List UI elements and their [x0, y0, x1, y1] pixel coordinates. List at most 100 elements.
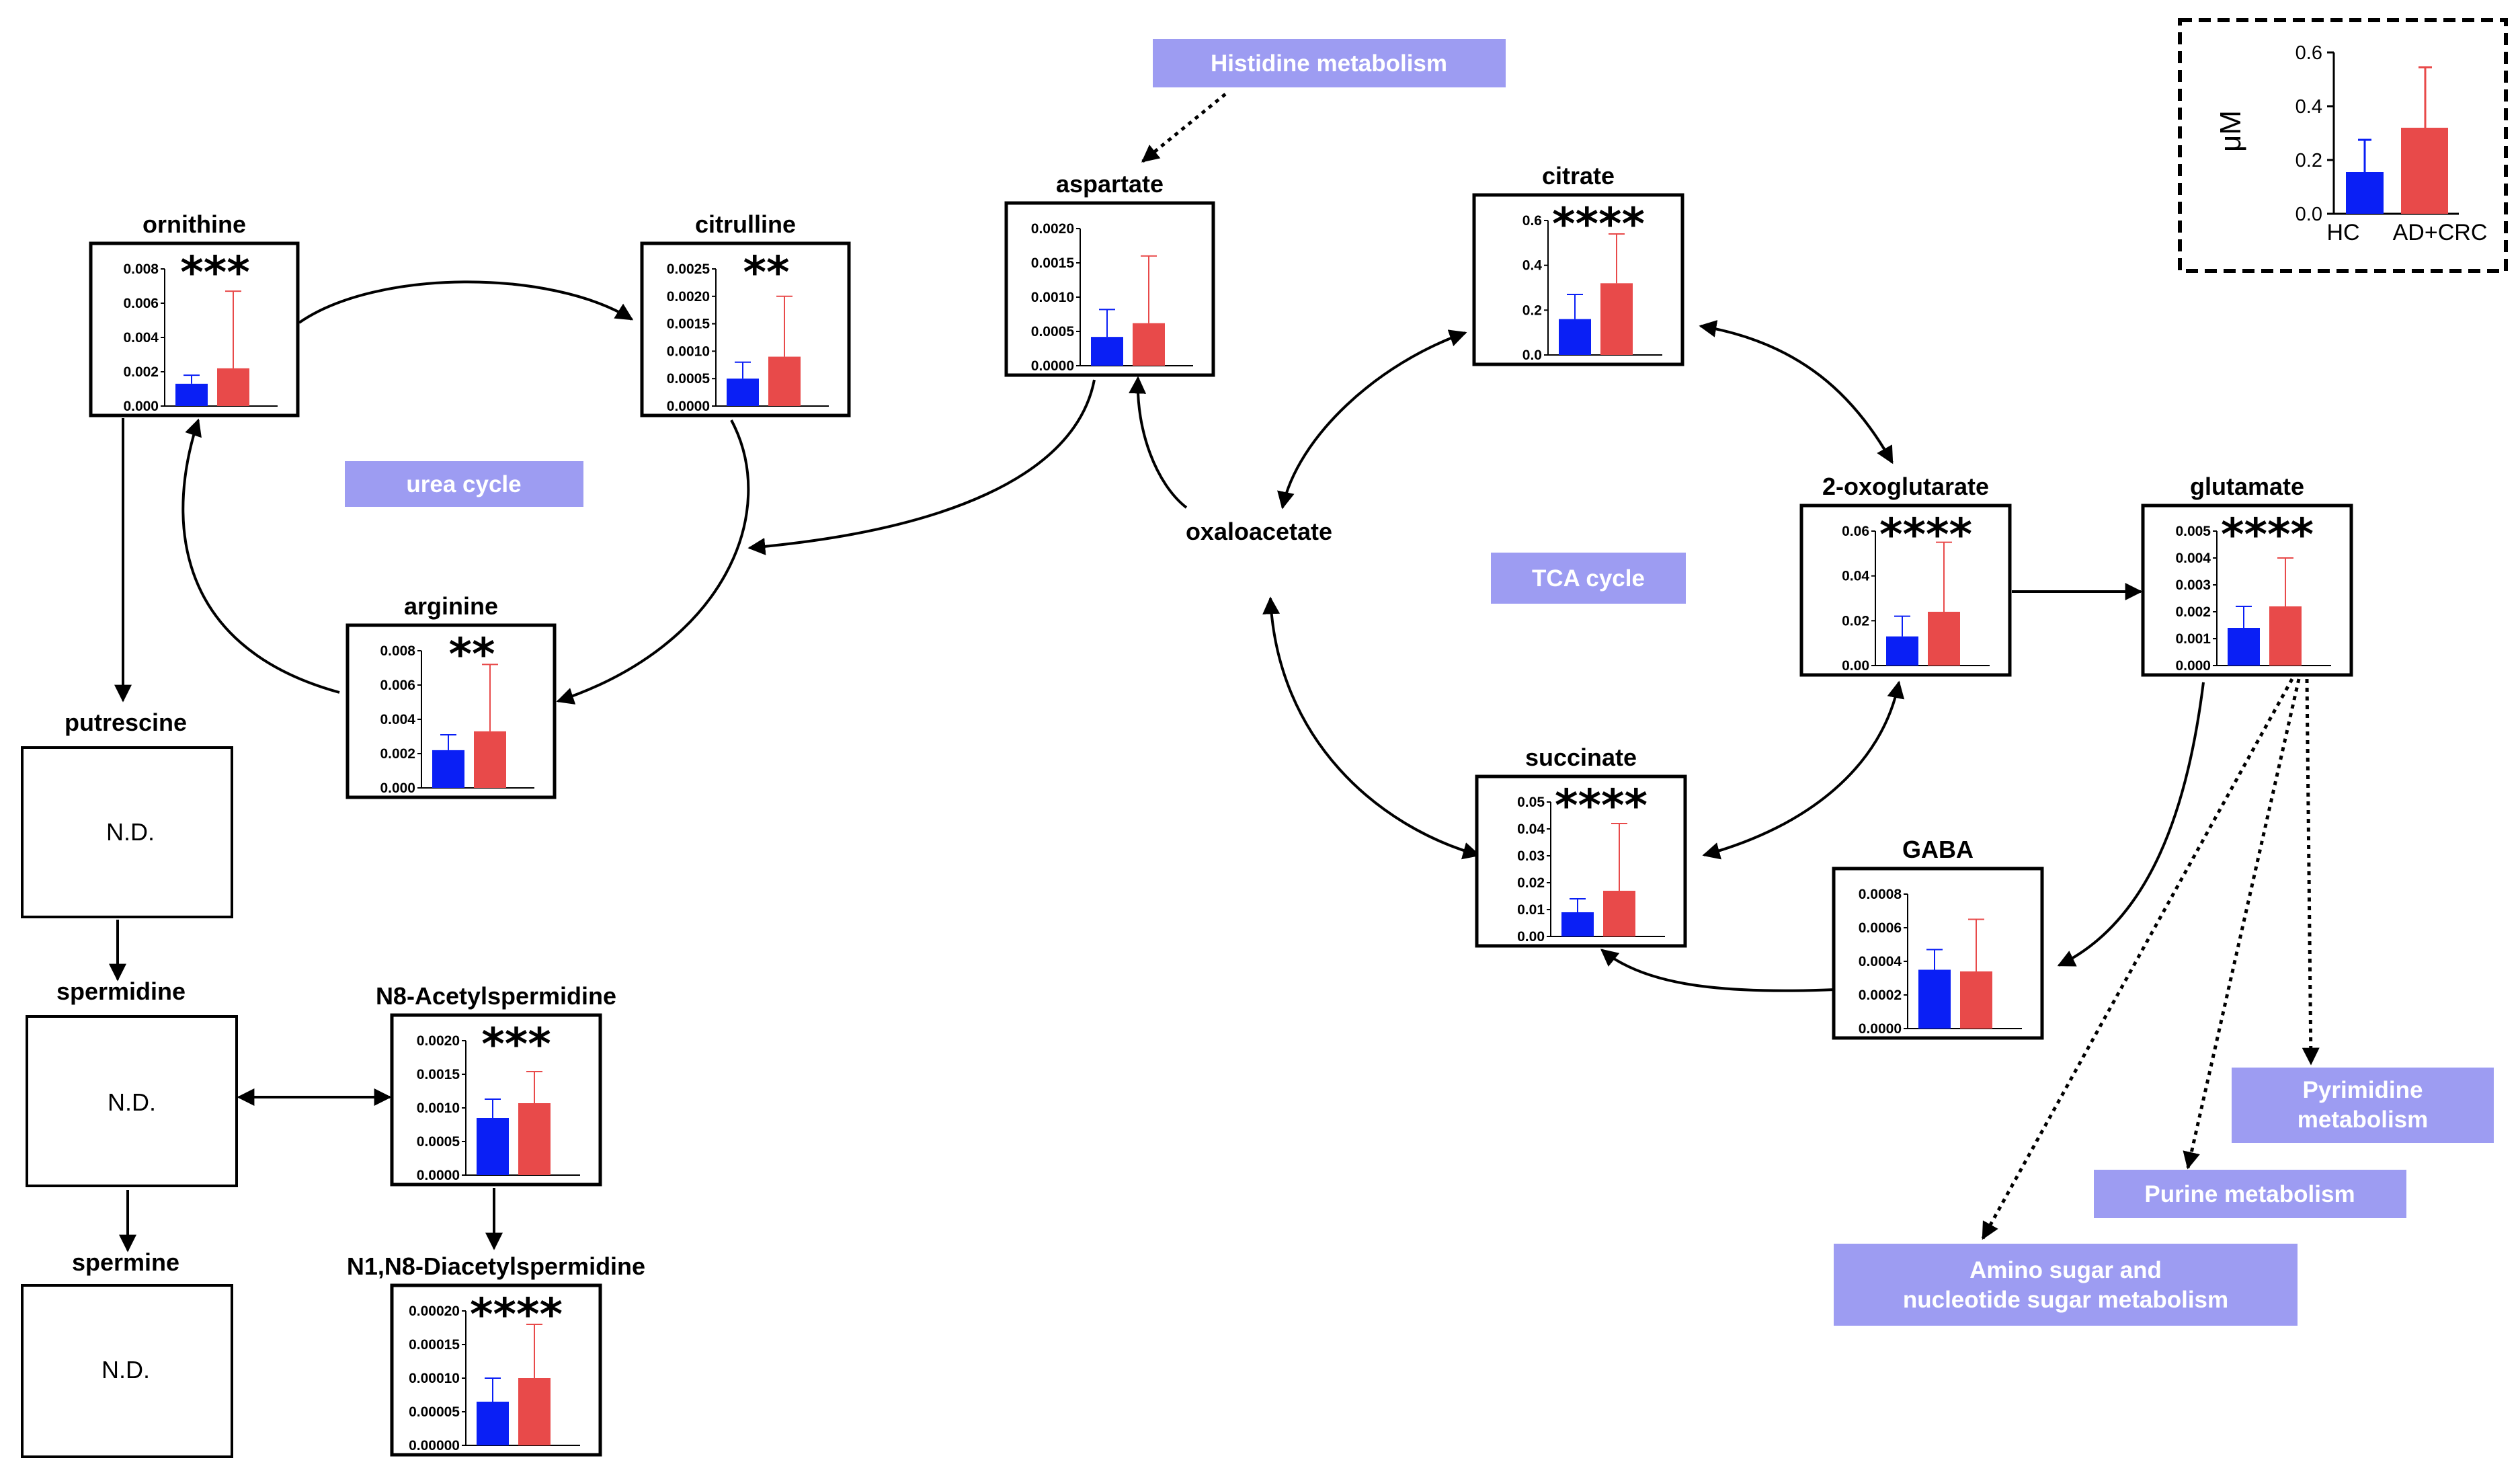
significance-marker: *** [481, 1018, 551, 1070]
legend-crc-label: AD+CRC [2393, 220, 2488, 245]
legend-crc-bar [2401, 128, 2448, 214]
y-tick-label: 0.002 [123, 364, 159, 380]
bar-ad-crc [474, 731, 506, 788]
y-tick-label: 0.0010 [417, 1100, 460, 1116]
panel-n1-n8-diacetylspermidine: N1,N8-Diacetylspermidine0.000000.000050.… [347, 1252, 645, 1457]
tag-pyrimidine-metabolism: Pyrimidine metabolism [2232, 1068, 2494, 1143]
legend-tick-label: 0.4 [2295, 96, 2322, 118]
y-tick-label: 0.0025 [667, 262, 710, 277]
panel-glutamate: glutamate0.0000.0010.0020.0030.0040.005*… [2141, 473, 2353, 677]
tag-amino-sugar-line1: Amino sugar and [1969, 1257, 2162, 1283]
tag-histidine-metabolism: Histidine metabolism [1153, 39, 1506, 87]
putrescine-node: putrescine N.D. [21, 709, 233, 918]
spermidine-label: spermidine [56, 977, 186, 1005]
arrow-citrulline-arginine [556, 419, 750, 705]
y-tick-label: 0.008 [123, 262, 159, 277]
arrow-oxoglutarate-succinate [1702, 680, 1905, 860]
arrow-citrate-oxoglutarate [1699, 320, 1894, 465]
y-tick-label: 0.00010 [409, 1371, 460, 1386]
bar-hc [1559, 319, 1591, 355]
significance-marker: **** [2221, 509, 2314, 561]
y-tick-label: 0.0005 [417, 1134, 460, 1150]
tag-histidine-bg [1153, 39, 1506, 87]
bar-hc [1886, 636, 1918, 666]
bar-ad-crc [1928, 612, 1960, 666]
y-tick-label: 0.002 [380, 746, 415, 762]
y-tick-label: 0.04 [1842, 569, 1869, 584]
y-tick-label: 0.00000 [409, 1438, 460, 1453]
y-tick-label: 0.01 [1517, 902, 1545, 918]
tag-tca-cycle: TCA cycle [1491, 553, 1686, 604]
significance-marker: **** [1552, 198, 1645, 250]
y-tick-label: 0.0015 [667, 317, 710, 332]
panel-title: GABA [1902, 836, 1974, 863]
legend-unit-label: μM [2214, 110, 2247, 152]
spermine-box [21, 1284, 233, 1458]
y-tick-label: 0.0000 [1859, 1021, 1902, 1037]
legend-ticks: 0.0 0.2 0.4 0.6 [2295, 42, 2334, 225]
panel-title: N8-Acetylspermidine [376, 982, 616, 1010]
legend-tick-label: 0.2 [2295, 150, 2322, 171]
tag-amino-sugar-metabolism: Amino sugar and nucleotide sugar metabol… [1834, 1244, 2298, 1326]
y-tick-label: 0.005 [2175, 524, 2211, 539]
tag-urea-cycle: urea cycle [345, 461, 583, 507]
legend-tick-label: 0.6 [2295, 42, 2322, 64]
bar-hc [727, 378, 759, 406]
legend: μM 0.0 0.2 0.4 0.6 HC AD+CRC [2178, 18, 2508, 273]
tag-tca-label: TCA cycle [1532, 565, 1645, 592]
tag-pyrimidine-bg [2232, 1068, 2494, 1143]
y-tick-label: 0.0010 [667, 344, 710, 359]
y-tick-label: 0.006 [123, 296, 159, 311]
y-tick-label: 0.4 [1522, 258, 1543, 274]
tag-amino-sugar-bg [1834, 1244, 2298, 1326]
bar-ad-crc [1133, 323, 1165, 366]
spermidine-node: spermidine N.D. [26, 977, 238, 1187]
y-tick-label: 0.2 [1522, 303, 1542, 318]
panel-title: citrulline [695, 210, 796, 238]
arrow-glutamate-gaba [2057, 682, 2205, 967]
y-tick-label: 0.0020 [417, 1033, 460, 1049]
significance-marker: ** [743, 247, 789, 298]
tag-purine-metabolism: Purine metabolism [2094, 1170, 2406, 1218]
y-tick-label: 0.0000 [667, 399, 710, 414]
spermine-nd: N.D. [101, 1356, 150, 1384]
significance-marker: **** [1555, 780, 1648, 832]
arrow-ornithine-citrulline [298, 280, 634, 324]
y-tick-label: 0.004 [123, 330, 159, 346]
arrow-arginine-ornithine [181, 418, 340, 694]
tag-pyrimidine-line2: metabolism [2298, 1107, 2429, 1133]
y-tick-label: 0.006 [380, 678, 415, 693]
y-tick-label: 0.00 [1517, 929, 1545, 945]
arrow-glutamate-pyrimidine [2302, 678, 2320, 1066]
panel-title: ornithine [143, 210, 246, 238]
panel-title: glutamate [2190, 473, 2304, 500]
bar-ad-crc [518, 1378, 551, 1445]
y-tick-label: 0.000 [123, 399, 159, 414]
y-tick-label: 0.03 [1517, 848, 1545, 864]
legend-hc-bar [2346, 172, 2384, 214]
y-tick-label: 0.06 [1842, 524, 1869, 539]
bar-ad-crc [1960, 971, 1992, 1029]
tag-amino-sugar-line2: nucleotide sugar metabolism [1903, 1287, 2228, 1313]
arrow-oxaloacetate-aspartate [1129, 376, 1188, 509]
pathway-arrows [109, 93, 2320, 1252]
bar-ad-crc [518, 1103, 551, 1175]
putrescine-nd: N.D. [106, 818, 155, 846]
panel-title: succinate [1525, 744, 1637, 771]
y-tick-label: 0.001 [2175, 631, 2211, 647]
y-tick-label: 0.0020 [1031, 221, 1074, 237]
bar-hc [2228, 628, 2260, 666]
arrow-gaba-succinate [1600, 949, 1836, 992]
tag-purine-label: Purine metabolism [2144, 1181, 2355, 1207]
tag-pyrimidine-line1: Pyrimidine [2303, 1077, 2423, 1103]
y-tick-label: 0.02 [1517, 875, 1545, 891]
legend-hc-label: HC [2326, 220, 2359, 245]
y-tick-label: 0.00005 [409, 1404, 460, 1420]
spermidine-box [26, 1015, 238, 1187]
bar-hc [1918, 969, 1951, 1029]
bar-ad-crc [2269, 606, 2302, 666]
